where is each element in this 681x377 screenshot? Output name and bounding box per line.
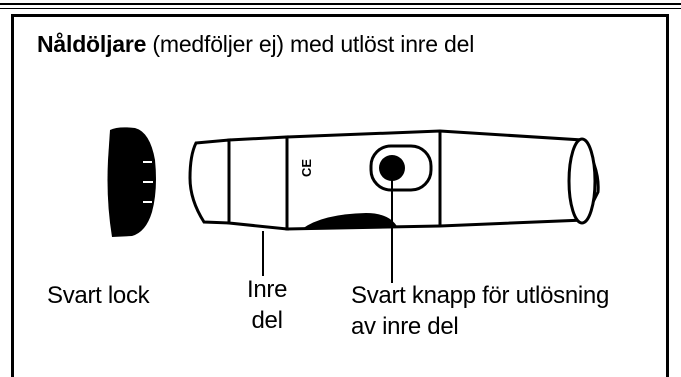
- figure-frame: [11, 14, 669, 377]
- label-inner-line2: del: [251, 307, 283, 334]
- top-rule-thin: [0, 8, 681, 9]
- black-cap: [107, 127, 156, 237]
- top-rule: [0, 3, 681, 5]
- label-inner-part: Inre del: [247, 276, 287, 335]
- label-button-line1: Svart knapp för utlösning: [351, 282, 609, 309]
- ce-mark: CE: [299, 159, 314, 177]
- label-button-line2: av inre del: [351, 313, 459, 340]
- label-release-button: Svart knapp för utlösning av inre del: [351, 282, 609, 341]
- label-black-cap: Svart lock: [47, 282, 150, 309]
- label-inner-line1: Inre: [247, 276, 288, 303]
- lancet-device-diagram: CE: [107, 127, 600, 283]
- title-bold: Nåldöljare: [37, 31, 147, 57]
- lancet-body: [285, 129, 600, 231]
- title-rest: (medföljer ej) med utlöst inre del: [146, 31, 475, 57]
- figure-title: Nåldöljare (medföljer ej) med utlöst inr…: [37, 31, 474, 58]
- inner-part: [188, 135, 289, 231]
